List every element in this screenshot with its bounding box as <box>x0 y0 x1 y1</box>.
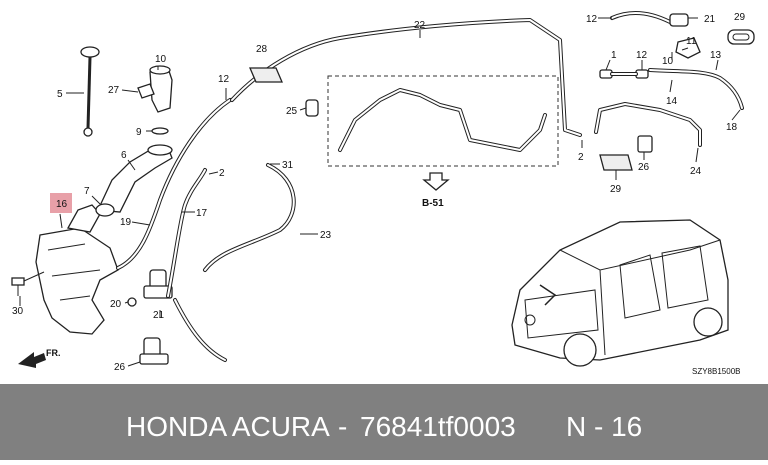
detail-box <box>327 75 559 167</box>
label-26 <box>249 67 283 83</box>
grommet-30 <box>727 29 755 45</box>
callout-1[interactable]: 1 <box>611 50 617 61</box>
filler-neck <box>95 144 173 217</box>
footer-canvas: HONDA ACURA - 76841tf0003 N - 16 <box>126 411 642 442</box>
washer-pump-lower <box>139 337 169 365</box>
callout-19[interactable]: 21 <box>704 14 716 25</box>
parts-diagram: 16 5 27 10 9 6 7 19 17 2 12 31 23 22 28 … <box>11 11 755 376</box>
callout-12-right[interactable]: 14 <box>666 96 678 107</box>
callout-7[interactable]: 10 <box>155 54 167 65</box>
footer-part-number: 76841tf0003 <box>360 411 516 442</box>
label-27 <box>599 154 633 171</box>
washer-tank <box>35 204 119 335</box>
fluid-level-gauge <box>80 46 100 137</box>
callout-12-right-top[interactable]: 13 <box>710 50 722 61</box>
footer-brand: HONDA ACURA <box>126 411 330 442</box>
callout-20[interactable]: 22 <box>414 20 426 31</box>
hose-22 <box>594 102 702 147</box>
callout-10[interactable]: 12 <box>586 14 598 25</box>
callout-14[interactable]: 18 <box>726 122 738 133</box>
footer-separator: - <box>338 411 347 442</box>
callout-3[interactable]: 5 <box>57 89 63 100</box>
figure-code: SZY8B1500B <box>692 367 740 376</box>
callout-29[interactable]: 26 <box>114 362 126 373</box>
ref-arrow <box>422 172 450 191</box>
clip-24 <box>637 135 653 153</box>
hose-15 <box>116 98 232 270</box>
callout-30[interactable]: 29 <box>734 12 746 23</box>
section-ref[interactable]: B-51 <box>422 198 444 209</box>
hose-14 <box>648 68 744 110</box>
callout-23[interactable]: 25 <box>286 106 298 117</box>
car-illustration <box>511 219 729 367</box>
callout-15[interactable]: 19 <box>120 217 132 228</box>
front-label: FR. <box>46 348 61 358</box>
callout-22[interactable]: 24 <box>690 166 702 177</box>
connector-23 <box>305 99 319 117</box>
callout-24[interactable]: 26 <box>638 162 650 173</box>
callout-25[interactable]: 27 <box>108 85 120 96</box>
diagram-canvas: 16 5 27 10 9 6 7 19 17 2 12 31 23 22 28 … <box>11 11 755 376</box>
callout-26[interactable]: 28 <box>256 44 268 55</box>
callout-9[interactable]: 11 <box>686 36 697 47</box>
footer-position: N - 16 <box>566 411 642 442</box>
hose-10-9 <box>610 11 689 27</box>
filler-pipe-upper <box>137 65 173 135</box>
callout-13[interactable]: 17 <box>196 208 208 219</box>
hose-20 <box>230 18 582 137</box>
hose-21 <box>173 163 296 362</box>
callout-11[interactable]: 12 <box>636 50 648 61</box>
front-arrow <box>18 352 46 368</box>
callout-2-right[interactable]: 2 <box>578 152 584 163</box>
callout-16[interactable]: 16 <box>56 199 68 210</box>
callout-4[interactable]: 6 <box>121 150 127 161</box>
washer-pump-upper <box>127 269 173 307</box>
joint-1-11 <box>599 69 649 79</box>
callout-8[interactable]: 10 <box>662 56 674 67</box>
callout-27[interactable]: 29 <box>610 184 622 195</box>
leader-lines <box>19 17 741 367</box>
tank-bolt <box>11 271 45 296</box>
callout-2-left[interactable]: 2 <box>219 168 225 179</box>
callout-18[interactable]: 21 <box>153 310 165 321</box>
callout-21[interactable]: 23 <box>320 230 332 241</box>
callout-17[interactable]: 20 <box>110 299 122 310</box>
callout-28[interactable]: 30 <box>12 306 24 317</box>
callout-31[interactable]: 31 <box>282 160 294 171</box>
hose-13 <box>166 168 207 298</box>
footer-bar: HONDA ACURA - 76841tf0003 N - 16 <box>0 384 768 460</box>
callout-6[interactable]: 9 <box>136 127 142 138</box>
callout-12-left[interactable]: 12 <box>218 74 230 85</box>
callout-5[interactable]: 7 <box>84 186 90 197</box>
highlight-box <box>50 193 72 213</box>
